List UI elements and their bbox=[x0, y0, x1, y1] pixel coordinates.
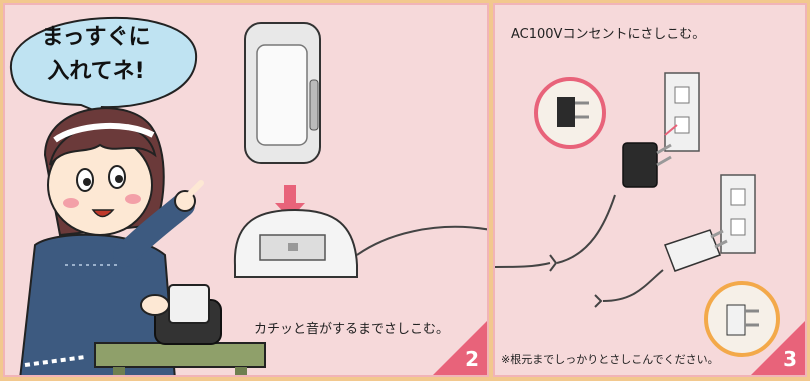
speech-line-2: 入れてネ! bbox=[47, 59, 145, 84]
step-2-number-badge: 2 bbox=[431, 319, 487, 375]
step-2-number: 2 bbox=[465, 347, 479, 371]
character-illustration bbox=[19, 107, 266, 375]
ac-adapter-illustration bbox=[622, 124, 728, 272]
step-3-number-badge: 3 bbox=[749, 319, 805, 375]
step-2-caption: カチッと音がするまでさしこむ。 bbox=[253, 322, 449, 337]
step-3-panel: AC100Vコンセントにさしこむ。 bbox=[493, 3, 807, 377]
step-3-number: 3 bbox=[783, 347, 797, 371]
cable-illustration bbox=[495, 194, 664, 308]
plug-closeup-illustration bbox=[534, 77, 780, 357]
step-3-note: ※根元までしっかりとさしこんでください。 bbox=[501, 353, 719, 366]
charger-stand-illustration bbox=[233, 208, 487, 278]
wall-outlet-illustration bbox=[664, 72, 756, 254]
speech-bubble: まっすぐに 入れてネ! bbox=[5, 5, 211, 143]
speech-line-1: まっすぐに bbox=[41, 25, 151, 50]
step-2-panel: まっすぐに 入れてネ! bbox=[3, 3, 489, 377]
phone-illustration bbox=[244, 22, 321, 164]
step-3-caption: AC100Vコンセントにさしこむ。 bbox=[511, 27, 706, 42]
speech-text: まっすぐに 入れてネ! bbox=[31, 21, 161, 89]
